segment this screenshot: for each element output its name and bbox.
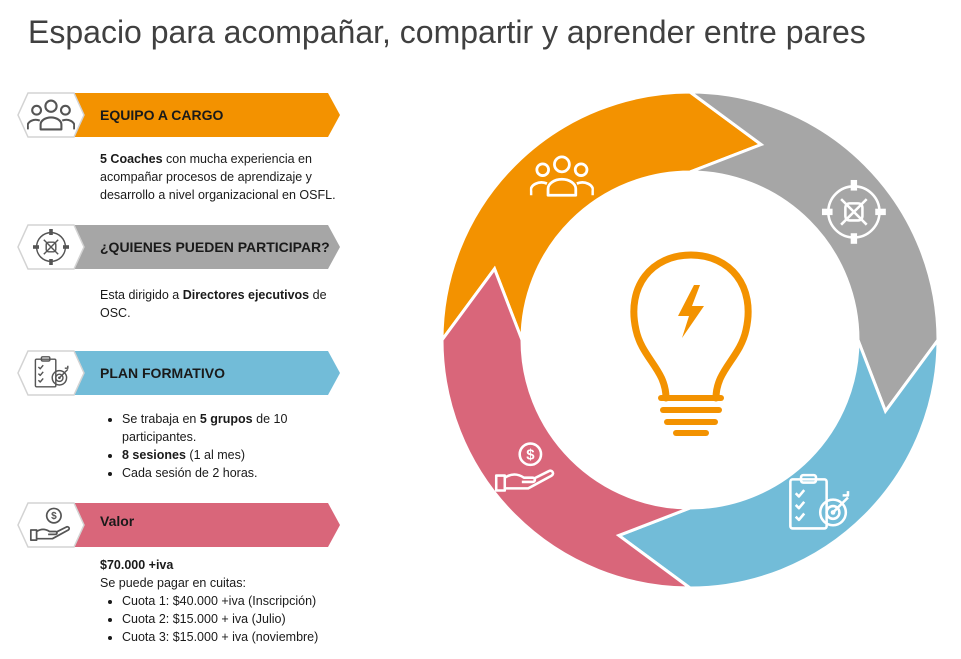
section-participantes: ¿QUIENES PUEDEN PARTICIPAR? Esta dirigid… [16, 224, 346, 322]
body-bold: Directores ejecutivos [182, 288, 310, 302]
cycle-diagram [440, 90, 940, 590]
section-body: 5 Coaches con mucha experiencia en acomp… [100, 150, 346, 204]
banner-badge [17, 502, 85, 548]
checklist-target-icon [27, 355, 75, 391]
banner-badge [17, 350, 85, 396]
section-plan: PLAN FORMATIVO Se trabaja en 5 grupos de… [16, 350, 346, 482]
banner-bar [74, 225, 340, 269]
list-item: Cuota 3: $15.000 + iva (noviembre) [122, 628, 346, 646]
section-banner: ¿QUIENES PUEDEN PARTICIPAR? [16, 224, 346, 270]
section-banner: Valor [16, 502, 346, 548]
cycle-segment [440, 265, 695, 590]
section-equipo: EQUIPO A CARGO 5 Coaches con mucha exper… [16, 92, 346, 204]
price: $70.000 +iva [100, 558, 174, 572]
payment-intro: Se puede pagar en cuitas: [100, 576, 246, 590]
body-text: Esta dirigido a [100, 288, 183, 302]
section-title: Valor [100, 513, 135, 529]
section-banner: EQUIPO A CARGO [16, 92, 346, 138]
hand-coin-icon [27, 507, 75, 543]
body-text: con mucha experiencia en acompañar proce… [100, 152, 336, 202]
banner-bar [74, 93, 340, 137]
banner-badge [17, 92, 85, 138]
section-banner: PLAN FORMATIVO [16, 350, 346, 396]
section-valor: Valor $70.000 +iva Se puede pagar en cui… [16, 502, 346, 646]
lightning-icon [678, 285, 704, 338]
hands-together-icon [27, 229, 75, 265]
list-item: Se trabaja en 5 grupos de 10 participant… [122, 410, 346, 446]
list-item: Cada sesión de 2 horas. [122, 464, 346, 482]
section-title: ¿QUIENES PUEDEN PARTICIPAR? [100, 239, 330, 255]
people-group-icon [27, 97, 75, 133]
section-body: Se trabaja en 5 grupos de 10 participant… [100, 410, 346, 482]
banner-bar [74, 351, 340, 395]
list-item: Cuota 2: $15.000 + iva (Julio) [122, 610, 346, 628]
list-item: Cuota 1: $40.000 +iva (Inscripción) [122, 592, 346, 610]
body-bold: 5 Coaches [100, 152, 163, 166]
section-title: EQUIPO A CARGO [100, 107, 224, 123]
section-body: $70.000 +iva Se puede pagar en cuitas: C… [100, 556, 346, 646]
banner-bar [74, 503, 340, 547]
section-body: Esta dirigido a Directores ejecutivos de… [100, 286, 346, 322]
list-item: 8 sesiones (1 al mes) [122, 446, 346, 464]
body-text: de OSC. [100, 288, 327, 320]
page-title: Espacio para acompañar, compartir y apre… [28, 14, 866, 50]
lightbulb-icon [630, 251, 752, 436]
section-title: PLAN FORMATIVO [100, 365, 225, 381]
